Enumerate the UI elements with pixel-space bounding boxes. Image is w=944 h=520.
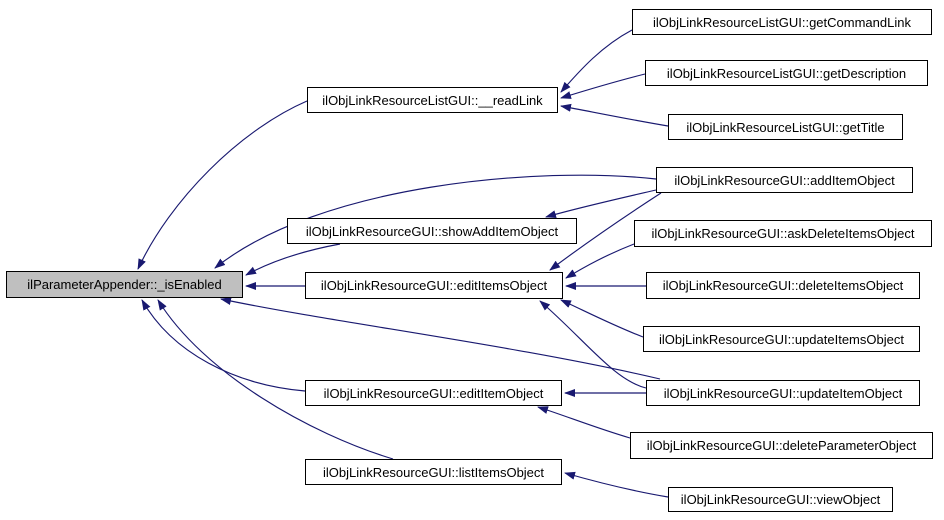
node-label: ilObjLinkResourceListGUI::getCommandLink (653, 14, 911, 30)
node-label: ilObjLinkResourceGUI::updateItemObject (663, 385, 903, 401)
edge-readLink-to-isEnabled (137, 100, 308, 270)
node-viewObject[interactable]: ilObjLinkResourceGUI::viewObject (668, 487, 893, 512)
node-askDeleteItems[interactable]: ilObjLinkResourceGUI::askDeleteItemsObje… (634, 220, 932, 247)
edge-askDeleteItems-to-editItems (565, 243, 635, 279)
node-editItem[interactable]: ilObjLinkResourceGUI::editItemObject (305, 380, 562, 406)
node-updateItems[interactable]: ilObjLinkResourceGUI::updateItemsObject (643, 326, 920, 352)
node-readLink[interactable]: ilObjLinkResourceListGUI::__readLink (307, 87, 558, 113)
edge-updateItem-to-editItems (539, 300, 647, 389)
node-deleteItems[interactable]: ilObjLinkResourceGUI::deleteItemsObject (646, 272, 920, 299)
node-label: ilObjLinkResourceGUI::deleteItemsObject (662, 278, 904, 293)
edge-listItems-to-isEnabled (157, 299, 394, 460)
node-showAddItem[interactable]: ilObjLinkResourceGUI::showAddItemObject (287, 218, 577, 244)
node-editItems[interactable]: ilObjLinkResourceGUI::editItemsObject (305, 272, 563, 299)
edge-showAddItem-to-isEnabled (245, 243, 341, 276)
node-label: ilObjLinkResourceGUI::updateItemsObject (659, 331, 904, 347)
edge-updateItems-to-editItems (560, 299, 644, 338)
node-label: ilObjLinkResourceGUI::viewObject (680, 492, 881, 507)
edge-addItem-to-editItems (549, 192, 662, 271)
edge-getTitle-to-readLink (560, 103, 669, 127)
node-label: ilObjLinkResourceGUI::askDeleteItemsObje… (651, 226, 915, 241)
node-listItems[interactable]: ilObjLinkResourceGUI::listItemsObject (305, 459, 562, 485)
node-label: ilObjLinkResourceGUI::editItemObject (323, 385, 544, 401)
node-isEnabled: ilParameterAppender::_isEnabled (6, 271, 243, 298)
node-getCommandLink[interactable]: ilObjLinkResourceListGUI::getCommandLink (632, 9, 932, 35)
edge-updateItem-to-isEnabled (220, 297, 661, 380)
node-getDescription[interactable]: ilObjLinkResourceListGUI::getDescription (645, 60, 928, 86)
edge-addItem-to-isEnabled (214, 174, 657, 269)
node-label: ilParameterAppender::_isEnabled (27, 277, 222, 292)
edge-deleteParameter-to-editItem (537, 406, 631, 439)
node-label: ilObjLinkResourceGUI::deleteParameterObj… (646, 438, 917, 453)
edge-viewObject-to-listItems (564, 471, 669, 498)
edge-getDescription-to-readLink (560, 73, 646, 99)
edge-getCommandLink-to-readLink (560, 29, 633, 93)
node-label: ilObjLinkResourceGUI::addItemObject (674, 172, 895, 188)
node-deleteParameter[interactable]: ilObjLinkResourceGUI::deleteParameterObj… (630, 432, 933, 459)
edge-editItem-to-isEnabled (141, 299, 306, 392)
node-label: ilObjLinkResourceListGUI::getTitle (686, 119, 885, 135)
node-label: ilObjLinkResourceListGUI::__readLink (322, 92, 543, 108)
edge-addItem-to-showAddItem (545, 189, 657, 219)
node-label: ilObjLinkResourceGUI::editItemsObject (320, 278, 548, 293)
node-addItem[interactable]: ilObjLinkResourceGUI::addItemObject (656, 167, 913, 193)
node-label: ilObjLinkResourceListGUI::getDescription (666, 65, 907, 81)
node-label: ilObjLinkResourceGUI::listItemsObject (322, 464, 545, 480)
node-label: ilObjLinkResourceGUI::showAddItemObject (305, 223, 559, 239)
node-updateItem[interactable]: ilObjLinkResourceGUI::updateItemObject (646, 380, 920, 406)
node-getTitle[interactable]: ilObjLinkResourceListGUI::getTitle (668, 114, 903, 140)
